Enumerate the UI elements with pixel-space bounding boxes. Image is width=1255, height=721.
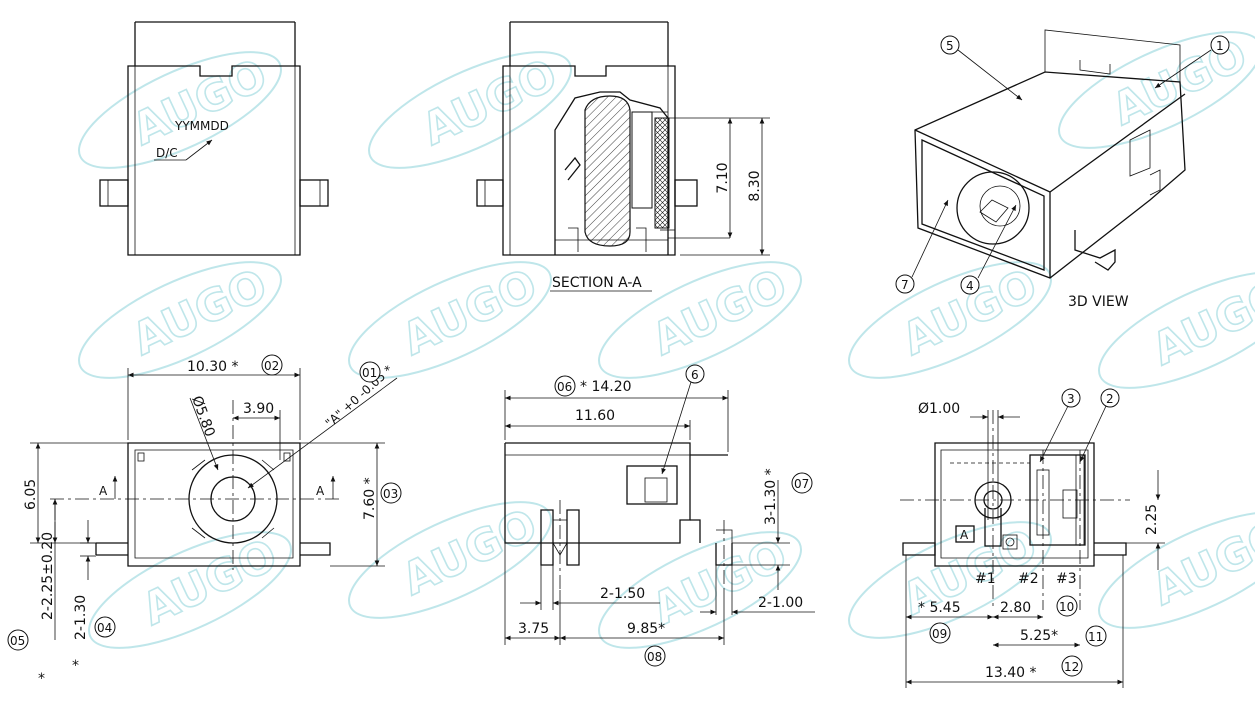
svg-text:AUGO: AUGO: [895, 259, 1045, 365]
side-length-code: 06: [557, 380, 572, 394]
svg-text:AUGO: AUGO: [135, 529, 285, 635]
section-mark-right: A: [316, 484, 325, 498]
section-mark-left: A: [99, 484, 108, 498]
svg-text:AUGO: AUGO: [1145, 509, 1255, 615]
front-a-code: 01: [362, 366, 377, 380]
watermark-13: AUGO: [1098, 509, 1255, 629]
front-pin-offset-code: 04: [97, 621, 112, 635]
rear-view: A Ø1.00 3 2 2.25 #1 #2 #3 * 5.45 09: [900, 388, 1165, 688]
front-star-2: *: [72, 658, 79, 674]
side-left-dim: 3.75: [518, 621, 549, 637]
side-length-dim: * 14.20: [580, 379, 632, 395]
rear-pin-2: #2: [1018, 571, 1039, 587]
watermark-1: AUGO: [78, 49, 282, 169]
front-view: A A 10.30 * 02 3.90 Ø5.80 "A" +0 -0.05 *…: [7, 354, 402, 687]
callout-3d-5: 5: [946, 39, 954, 53]
section-dim-830: 8.30: [747, 170, 763, 201]
section-dim-710: 7.10: [715, 162, 731, 193]
side-view: 06 * 14.20 11.60 6 3-1.30 * 07 2-1.50 2-…: [504, 364, 815, 667]
svg-text:AUGO: AUGO: [415, 49, 565, 155]
section-a-a-view: 7.10 8.30 SECTION A-A: [476, 21, 770, 292]
rear-overall-dim: 13.40 *: [985, 665, 1037, 681]
side-pin-dim-1: 2-1.50: [600, 586, 645, 602]
rear-polarity-mark: A: [960, 528, 969, 542]
front-overall-height: 7.60 *: [362, 477, 378, 520]
front-star-1: *: [38, 671, 45, 687]
front-width-code: 02: [264, 359, 279, 373]
watermark-4: AUGO: [78, 259, 282, 379]
svg-text:AUGO: AUGO: [395, 259, 545, 365]
front-pin-height-code: 05: [10, 634, 25, 648]
watermark-2: AUGO: [368, 49, 572, 169]
rear-pin-3: #3: [1056, 571, 1077, 587]
front-offset-dim: 3.90: [243, 401, 274, 417]
front-pin-height: 2-2.25±0.20: [40, 532, 56, 620]
svg-text:AUGO: AUGO: [395, 499, 545, 605]
section-title: SECTION A-A: [552, 275, 642, 291]
rear-overall-code: 12: [1064, 660, 1079, 674]
view-3d: 1 5 7 4 3D VIEW: [895, 29, 1230, 310]
rear-dim-545-code: 09: [932, 627, 947, 641]
date-code-marking: YYMMDD: [174, 119, 229, 133]
rear-hole-dim: Ø1.00: [918, 401, 960, 417]
rear-dim-280-code: 10: [1059, 600, 1074, 614]
side-right-code: 07: [794, 477, 809, 491]
front-width-dim: 10.30 *: [187, 359, 239, 375]
rear-pin-1: #1: [975, 571, 996, 587]
side-bottom-dim: 9.85*: [627, 621, 665, 637]
svg-text:AUGO: AUGO: [125, 259, 275, 365]
callout-3d-4: 4: [966, 279, 974, 293]
rear-callout-3: 3: [1067, 392, 1075, 406]
watermark-8: AUGO: [1098, 269, 1255, 389]
side-callout-6: 6: [691, 368, 699, 382]
svg-text:AUGO: AUGO: [645, 529, 795, 635]
view-3d-title: 3D VIEW: [1068, 294, 1129, 310]
front-a-dim: "A" +0 -0.05 *: [323, 363, 396, 431]
svg-text:AUGO: AUGO: [1145, 269, 1255, 375]
callout-3d-7: 7: [901, 278, 909, 292]
watermark-7: AUGO: [848, 259, 1052, 379]
side-pin-dim-2: 2-1.00: [758, 595, 803, 611]
rear-callout-2: 2: [1106, 392, 1114, 406]
rear-dim-525: 5.25*: [1020, 628, 1058, 644]
side-right-dim: 3-1.30 *: [763, 468, 779, 525]
rear-vertical-dim: 2.25: [1144, 504, 1160, 535]
front-height-dim: 6.05: [23, 479, 39, 510]
side-inner-length: 11.60: [575, 408, 615, 424]
rear-dim-545: * 5.45: [918, 600, 961, 616]
rear-dim-280: 2.80: [1000, 600, 1031, 616]
watermark-9: AUGO: [88, 529, 292, 649]
top-plan-view: YYMMDD D/C: [99, 21, 329, 256]
date-code-label: D/C: [156, 146, 178, 160]
front-pin-offset: 2-1.30: [73, 595, 89, 640]
front-overall-height-code: 03: [383, 487, 398, 501]
svg-text:AUGO: AUGO: [125, 49, 275, 155]
side-bottom-code: 08: [647, 650, 662, 664]
svg-text:AUGO: AUGO: [645, 259, 795, 365]
callout-3d-1: 1: [1216, 39, 1224, 53]
rear-dim-525-code: 11: [1088, 630, 1103, 644]
